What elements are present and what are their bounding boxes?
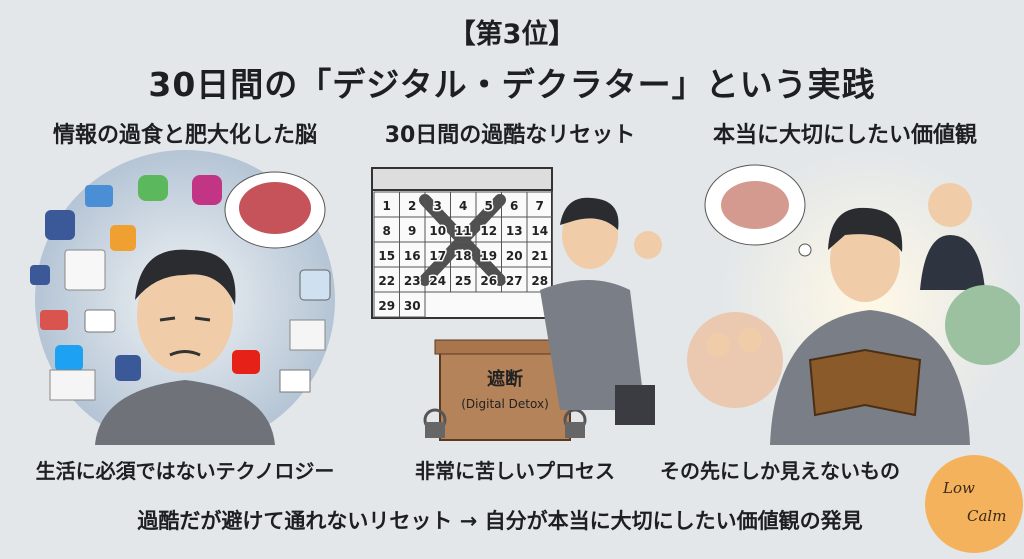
calendar-day: 29 — [378, 299, 395, 313]
calendar-day: 23 — [404, 274, 421, 288]
calendar-day: 28 — [531, 274, 548, 288]
logo-line-1: Low — [943, 479, 975, 497]
panel-caption-3: その先にしか見えないもの — [660, 459, 900, 483]
calendar-day: 26 — [480, 274, 497, 288]
panel-caption-1: 生活に必須ではないテクノロジー — [35, 459, 335, 483]
calendar-day: 16 — [404, 249, 421, 263]
crate: 遮断 (Digital Detox) — [423, 339, 587, 441]
calendar-day: 11 — [455, 224, 472, 238]
calendar-day: 15 — [378, 249, 395, 263]
calendar-day: 21 — [531, 249, 548, 263]
family-scene — [687, 312, 783, 408]
calendar-day: 10 — [429, 224, 446, 238]
crate-sublabel: (Digital Detox) — [461, 397, 549, 411]
crate-label: 遮断 — [487, 368, 523, 390]
calendar-day: 22 — [378, 274, 395, 288]
calendar-day: 2 — [408, 199, 416, 213]
calendar-day: 3 — [434, 199, 442, 213]
rank-label: 【第3位】 — [448, 19, 576, 50]
calendar-day: 12 — [480, 224, 497, 238]
calendar-day: 17 — [429, 249, 446, 263]
calendar-day: 7 — [536, 199, 544, 213]
nature-scene — [945, 285, 1020, 365]
calendar-day: 9 — [408, 224, 416, 238]
calendar-day: 25 — [455, 274, 472, 288]
brain-thought-bubble — [224, 171, 326, 249]
book — [808, 348, 922, 417]
calendar-day: 8 — [383, 224, 391, 238]
mentor-figure — [920, 183, 985, 290]
app-icons — [30, 175, 331, 401]
calendar-day: 27 — [506, 274, 523, 288]
calendar-day: 13 — [506, 224, 523, 238]
calendar-day: 20 — [506, 249, 523, 263]
calendar-day: 1 — [383, 199, 391, 213]
calendar-day: 24 — [429, 274, 446, 288]
panel-heading-1: 情報の過食と肥大化した脳 — [52, 123, 317, 148]
logo-line-2: Calm — [967, 507, 1007, 525]
calendar-cell — [526, 266, 553, 293]
stressed-person — [95, 249, 275, 445]
panel-heading-3: 本当に大切にしたい価値観 — [712, 123, 977, 148]
calendar-day: 18 — [455, 249, 472, 263]
calendar-day: 30 — [404, 299, 421, 313]
calendar-day: 6 — [510, 199, 518, 213]
values-discovery-illustration — [687, 150, 1020, 445]
calendar-day: 5 — [485, 199, 493, 213]
struggling-person — [540, 197, 662, 425]
low-calm-logo: Low Calm — [925, 455, 1023, 553]
calendar-day: 4 — [459, 199, 467, 213]
panel-heading-2: 30日間の過酷なリセット — [384, 123, 636, 148]
information-overload-illustration — [30, 150, 335, 445]
brain-thought-bubble — [704, 164, 812, 257]
reading-person — [770, 207, 970, 445]
calendar-day: 19 — [480, 249, 497, 263]
summary-text: 過酷だが避けて通れないリセット → 自分が本当に大切にしたい価値観の発見 — [137, 509, 863, 533]
panel-caption-2: 非常に苦しいプロセス — [415, 459, 615, 483]
calendar-day: 14 — [531, 224, 548, 238]
page-title: 30日間の「デジタル・デクラター」という実践 — [148, 65, 876, 104]
calendar-cell — [399, 291, 426, 318]
